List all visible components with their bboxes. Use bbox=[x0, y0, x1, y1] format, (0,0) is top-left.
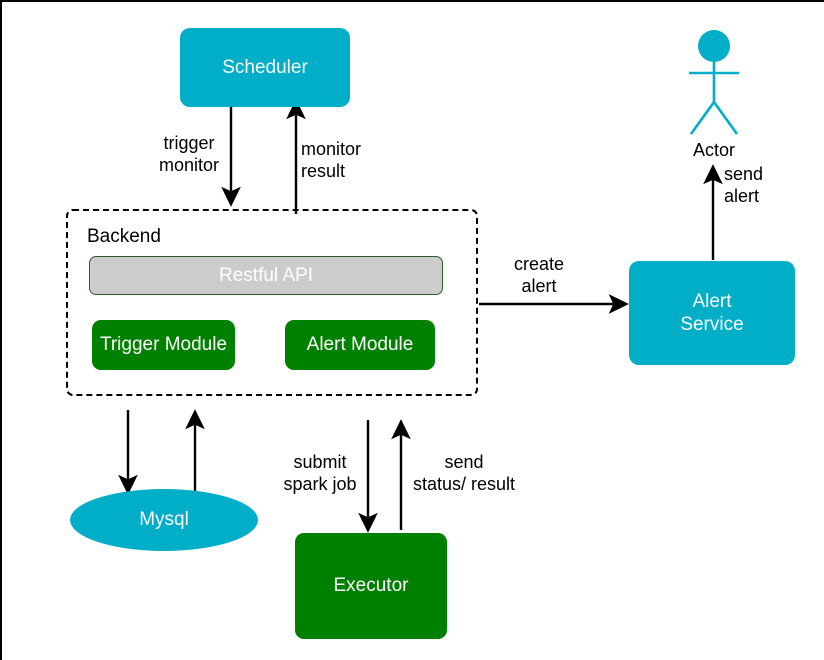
node-mysql[interactable]: Mysql bbox=[70, 489, 258, 551]
edge-label-submit-spark-job: submit spark job bbox=[283, 452, 357, 494]
group-backend-title: Backend bbox=[87, 226, 161, 247]
node-actor-label: Actor bbox=[692, 140, 735, 160]
edge-label-monitor-result: monitor result bbox=[301, 139, 362, 181]
node-alert-service-label: Alert Service bbox=[680, 290, 744, 335]
node-restful-api-label: Restful API bbox=[219, 264, 313, 286]
node-executor[interactable]: Executor bbox=[295, 533, 447, 639]
node-alert-module[interactable]: Alert Module bbox=[285, 320, 435, 370]
node-alert-module-label: Alert Module bbox=[306, 334, 414, 356]
node-trigger-module[interactable]: Trigger Module bbox=[92, 320, 235, 370]
node-actor-figure[interactable] bbox=[678, 28, 750, 140]
group-backend bbox=[66, 209, 478, 396]
edge-label-send-alert: send alert bbox=[724, 164, 764, 206]
node-alert-service[interactable]: Alert Service bbox=[629, 261, 795, 365]
edge-label-create-alert: create alert bbox=[513, 254, 565, 296]
node-scheduler[interactable]: Scheduler bbox=[180, 28, 350, 107]
actor-left-leg-line bbox=[689, 101, 716, 135]
node-restful-api[interactable]: Restful API bbox=[89, 256, 443, 295]
actor-right-leg-line bbox=[712, 101, 739, 135]
actor-head-icon bbox=[698, 30, 730, 62]
node-executor-label: Executor bbox=[333, 575, 409, 597]
edge-label-trigger-monitor: trigger monitor bbox=[158, 133, 220, 175]
edge-label-send-status-result: send status/ result bbox=[412, 452, 516, 494]
node-trigger-module-label: Trigger Module bbox=[99, 334, 228, 356]
node-scheduler-label: Scheduler bbox=[222, 56, 308, 78]
node-mysql-label: Mysql bbox=[139, 509, 189, 531]
